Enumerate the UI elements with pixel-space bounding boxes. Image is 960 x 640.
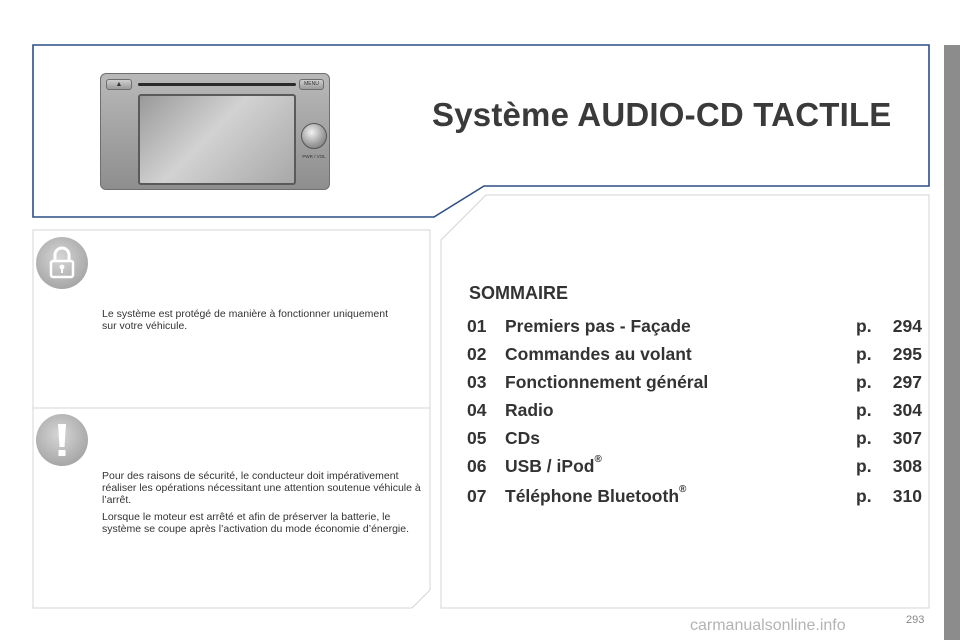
toc-number: 01 — [467, 316, 487, 336]
toc-row[interactable]: 02 Commandes au volant p. 295 — [467, 344, 922, 368]
toc-page: 297 — [892, 372, 922, 392]
toc-page: 310 — [892, 486, 922, 506]
page-number: 293 — [906, 614, 925, 626]
toc-row[interactable]: 07 Téléphone Bluetooth® p. 310 — [467, 484, 922, 510]
head-unit-image: ▲ MENU PWR / VOL — [100, 73, 330, 190]
menu-button: MENU — [299, 79, 324, 90]
toc-page: 307 — [892, 428, 922, 448]
toc-row[interactable]: 04 Radio p. 304 — [467, 400, 922, 424]
toc-page-prefix: p. — [856, 456, 872, 476]
toc-title: Premiers pas - Façade — [505, 316, 691, 336]
note-warning: Pour des raisons de sécurité, le conduct… — [102, 470, 422, 535]
watermark: carmanualsonline.info — [690, 617, 846, 634]
toc-page-prefix: p. — [856, 372, 872, 392]
toc-row[interactable]: 05 CDs p. 307 — [467, 428, 922, 452]
toc-row[interactable]: 01 Premiers pas - Façade p. 294 — [467, 316, 922, 340]
toc-title: USB / iPod® — [505, 454, 602, 476]
note-lock: Le système est protégé de manière à fonc… — [102, 308, 402, 332]
volume-knob-label: PWR / VOL — [302, 154, 326, 159]
volume-knob — [301, 123, 327, 149]
toc-row[interactable]: 06 USB / iPod® p. 308 — [467, 454, 922, 480]
toc-page: 295 — [892, 344, 922, 364]
lock-icon — [36, 237, 88, 289]
toc-title: CDs — [505, 428, 541, 448]
warning-icon — [36, 414, 88, 466]
touch-screen — [138, 94, 296, 185]
toc-page: 294 — [892, 316, 922, 336]
toc-page-prefix: p. — [856, 428, 872, 448]
toc-number: 07 — [467, 486, 487, 506]
cd-slot — [138, 83, 296, 86]
eject-button: ▲ — [106, 79, 132, 90]
toc-title: Radio — [505, 400, 554, 420]
toc-title: Fonctionnement général — [505, 372, 709, 392]
toc-number: 06 — [467, 456, 487, 476]
toc-page-prefix: p. — [856, 486, 872, 506]
sommaire-heading: SOMMAIRE — [469, 283, 568, 303]
toc-page: 308 — [892, 456, 922, 476]
toc-page-prefix: p. — [856, 316, 872, 336]
page-title: Système AUDIO-CD TACTILE — [432, 96, 892, 133]
note-warning-text-2: Lorsque le moteur est arrêté et afin de … — [102, 511, 410, 535]
toc-title: Téléphone Bluetooth® — [505, 484, 687, 506]
toc-title: Commandes au volant — [505, 344, 692, 364]
toc-page-prefix: p. — [856, 344, 872, 364]
toc-page-prefix: p. — [856, 400, 872, 420]
toc-page: 304 — [892, 400, 922, 420]
toc-number: 02 — [467, 344, 487, 364]
toc-number: 05 — [467, 428, 487, 448]
side-bar — [944, 45, 960, 640]
toc-number: 04 — [467, 400, 487, 420]
note-warning-text-1: Pour des raisons de sécurité, le conduct… — [102, 470, 421, 506]
toc-row[interactable]: 03 Fonctionnement général p. 297 — [467, 372, 922, 396]
toc-number: 03 — [467, 372, 487, 392]
note-lock-text: Le système est protégé de manière à fonc… — [102, 308, 389, 332]
